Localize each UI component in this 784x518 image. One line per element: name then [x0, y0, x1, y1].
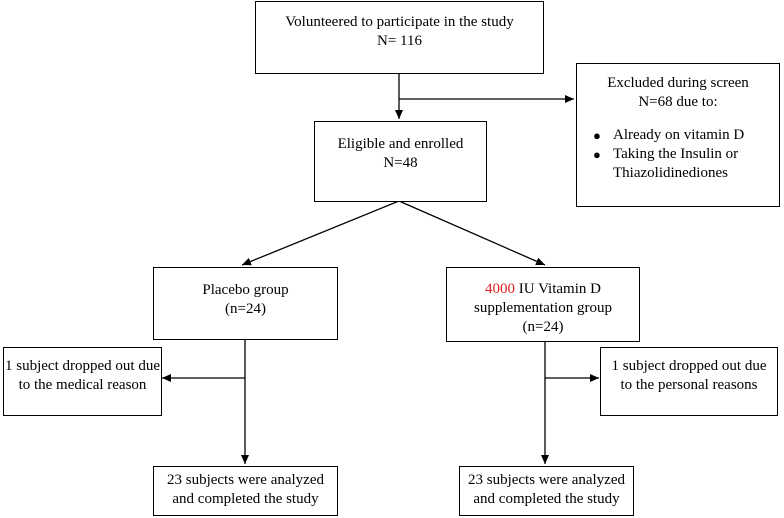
- dropout-left-line1: 1 subject dropped out due: [5, 358, 160, 374]
- bullet-icon: ●: [593, 128, 601, 143]
- box-excluded: Excluded during screen N=68 due to: ● Al…: [576, 63, 780, 207]
- vitamin-label-line1: 4000 IU Vitamin D: [485, 281, 601, 297]
- eligible-count: N=48: [383, 155, 418, 171]
- dropout-left-line2: to the medical reason: [18, 377, 147, 393]
- volunteered-count: N= 116: [377, 33, 422, 49]
- exclusion-reasons-list: ● Already on vitamin D ● Taking the Insu…: [577, 126, 779, 183]
- box-eligible: Eligible and enrolled N=48: [314, 121, 487, 202]
- exclusion-reason: ● Taking the Insulin or Thiazolidinedion…: [593, 146, 739, 181]
- box-volunteered: Volunteered to participate in the study …: [255, 1, 544, 74]
- excluded-label: Excluded during screen: [607, 75, 749, 91]
- arrow-eligible-to-vitamin: [398, 200, 546, 266]
- arrow-eligible-to-placebo: [241, 200, 400, 266]
- box-vitamin-d: 4000 IU Vitamin D supplementation group …: [446, 267, 640, 342]
- placebo-label: Placebo group: [202, 282, 289, 298]
- vitamin-count: (n=24): [522, 319, 564, 335]
- dropout-right-line2: to the personal reasons: [620, 377, 758, 393]
- box-dropout-left: 1 subject dropped out due to the medical…: [3, 347, 162, 416]
- bullet-icon: ●: [593, 147, 601, 162]
- box-dropout-right: 1 subject dropped out due to the persona…: [600, 347, 778, 416]
- dropout-right-line1: 1 subject dropped out due: [611, 358, 767, 374]
- vitamin-label-line2: supplementation group: [474, 300, 612, 316]
- placebo-count: (n=24): [225, 301, 266, 317]
- box-analyzed-left: 23 subjects were analyzed and completed …: [153, 466, 338, 516]
- box-placebo: Placebo group (n=24): [153, 267, 338, 340]
- analyzed-right-line1: 23 subjects were analyzed: [467, 472, 626, 488]
- analyzed-left-line2: and completed the study: [172, 491, 319, 507]
- analyzed-right-line2: and completed the study: [473, 491, 620, 507]
- vitamin-dose: 4000: [485, 281, 516, 297]
- volunteered-label: Volunteered to participate in the study: [285, 14, 514, 30]
- eligible-label: Eligible and enrolled: [337, 136, 464, 152]
- exclusion-reason: ● Already on vitamin D: [593, 127, 745, 143]
- box-analyzed-right: 23 subjects were analyzed and completed …: [459, 466, 634, 516]
- excluded-count: N=68 due to:: [638, 94, 718, 110]
- analyzed-left-line1: 23 subjects were analyzed: [166, 472, 325, 488]
